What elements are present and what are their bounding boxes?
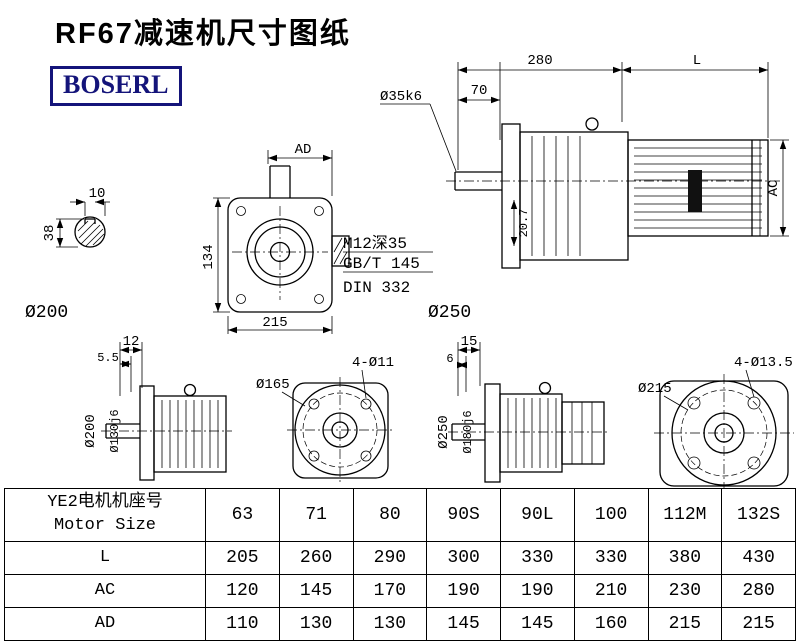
technical-drawing: 280 L 70 Ø35k6 20.7	[25, 53, 794, 488]
dim-70-label: 70	[471, 83, 488, 99]
table-row-L: L 205 260 290 300 330 330 380 430	[4, 541, 796, 575]
dim-L-label: L	[693, 53, 701, 69]
cell-AD-112M: 215	[647, 607, 723, 641]
cell-L-112M: 380	[647, 541, 723, 575]
dim-215-label: 215	[262, 315, 287, 331]
dim-d250-label: Ø250	[436, 415, 452, 449]
cell-AC-90S: 190	[426, 574, 501, 608]
shaft-section-view: 10 38	[42, 186, 110, 248]
cell-AC-90L: 190	[500, 574, 575, 608]
size-col-80: 80	[352, 488, 428, 542]
dim-d165-label: Ø165	[256, 377, 290, 393]
thread-spec-label: M12深35	[343, 234, 407, 253]
cell-AD-132S: 215	[721, 607, 796, 641]
table-header-row: YE2电机机座号 Motor Size 63 71 80 90S 90L 100…	[4, 488, 796, 542]
motor-size-header-cn: YE2电机机座号	[47, 493, 163, 513]
flange-side-view-small: 12 5.5 Ø200 Ø130j6	[83, 334, 232, 481]
cell-L-132S: 430	[721, 541, 796, 575]
gb-standard-label: GB/T 145	[343, 255, 420, 273]
row-label-AD: AD	[4, 607, 206, 641]
row-label-L: L	[4, 541, 206, 575]
dim-AC-label: AC	[766, 180, 782, 197]
cell-L-90S: 300	[426, 541, 501, 575]
motor-dimension-table: YE2电机机座号 Motor Size 63 71 80 90S 90L 100…	[4, 488, 796, 641]
row-label-AC: AC	[4, 574, 206, 608]
size-col-71: 71	[278, 488, 354, 542]
cell-L-90L: 330	[500, 541, 575, 575]
gearbox-front-view: AD 134 215	[201, 142, 350, 334]
page-title: RF67减速机尺寸图纸	[55, 18, 351, 50]
eyebolt-icon	[183, 383, 197, 397]
bolt-holes-label: 4-Ø13.5	[734, 355, 793, 371]
cell-AC-71: 145	[278, 574, 354, 608]
size-col-132S: 132S	[721, 488, 796, 542]
table-row-AC: AC 120 145 170 190 190 210 230 280	[4, 574, 796, 608]
cell-L-100: 330	[573, 541, 649, 575]
cell-AC-100: 210	[573, 574, 649, 608]
motor-size-header-en: Motor Size	[53, 516, 157, 535]
dim-134-label: 134	[201, 244, 217, 269]
cell-AD-63: 110	[205, 607, 280, 641]
dim-d200-label: Ø200	[83, 414, 99, 448]
dim-15-label: 15	[461, 334, 478, 350]
bolt-holes-label: 4-Ø11	[352, 355, 394, 371]
cell-AC-132S: 280	[721, 574, 796, 608]
cell-L-63: 205	[205, 541, 280, 575]
cell-AC-80: 170	[352, 574, 428, 608]
eyebolt-icon	[538, 381, 552, 395]
key-width-label: 10	[89, 186, 106, 202]
d200-caption: Ø200	[25, 303, 68, 323]
size-col-90S: 90S	[426, 488, 501, 542]
cell-AD-90S: 145	[426, 607, 501, 641]
cell-AD-80: 130	[352, 607, 428, 641]
cell-AD-90L: 145	[500, 607, 575, 641]
size-col-100: 100	[573, 488, 649, 542]
size-col-112M: 112M	[647, 488, 723, 542]
flange-front-view-small: 4-Ø11 Ø165	[256, 355, 394, 484]
key-height-label: 38	[42, 225, 58, 242]
shaft-diameter-label: Ø35k6	[380, 89, 422, 105]
motor-size-header: YE2电机机座号 Motor Size	[4, 488, 206, 542]
table-row-AD: AD 110 130 130 145 145 160 215 215	[4, 607, 796, 641]
flange-side-view-large: 15 6 Ø250 Ø180j6	[436, 334, 610, 483]
size-col-90L: 90L	[500, 488, 575, 542]
dim-280-label: 280	[527, 53, 552, 69]
dim-20-7-label: 20.7	[517, 209, 531, 238]
flange-front-view-large: 4-Ø13.5 Ø215	[638, 355, 794, 488]
d250-caption: Ø250	[428, 303, 471, 323]
cell-AD-71: 130	[278, 607, 354, 641]
motor-nameplate	[688, 170, 702, 212]
dim-AD-label: AD	[295, 142, 312, 158]
brand-logo: BOSERL	[50, 66, 182, 106]
cell-AC-112M: 230	[647, 574, 723, 608]
din-standard-label: DIN 332	[343, 279, 410, 297]
size-col-63: 63	[205, 488, 280, 542]
dim-5-5-label: 5.5	[97, 351, 119, 365]
dim-d130j6-label: Ø130j6	[108, 409, 122, 452]
cell-L-80: 290	[352, 541, 428, 575]
dim-6-label: 6	[446, 352, 453, 366]
dim-12-label: 12	[123, 334, 140, 350]
cell-AC-63: 120	[205, 574, 280, 608]
dim-d180j6-label: Ø180j6	[461, 410, 475, 453]
dim-d215-label: Ø215	[638, 381, 672, 397]
cell-AD-100: 160	[573, 607, 649, 641]
eyebolt-icon	[585, 117, 599, 131]
cell-L-71: 260	[278, 541, 354, 575]
assembly-side-view: 280 L 70 Ø35k6 20.7	[380, 53, 789, 269]
thread-note: M12深35 GB/T 145 DIN 332	[343, 234, 433, 297]
